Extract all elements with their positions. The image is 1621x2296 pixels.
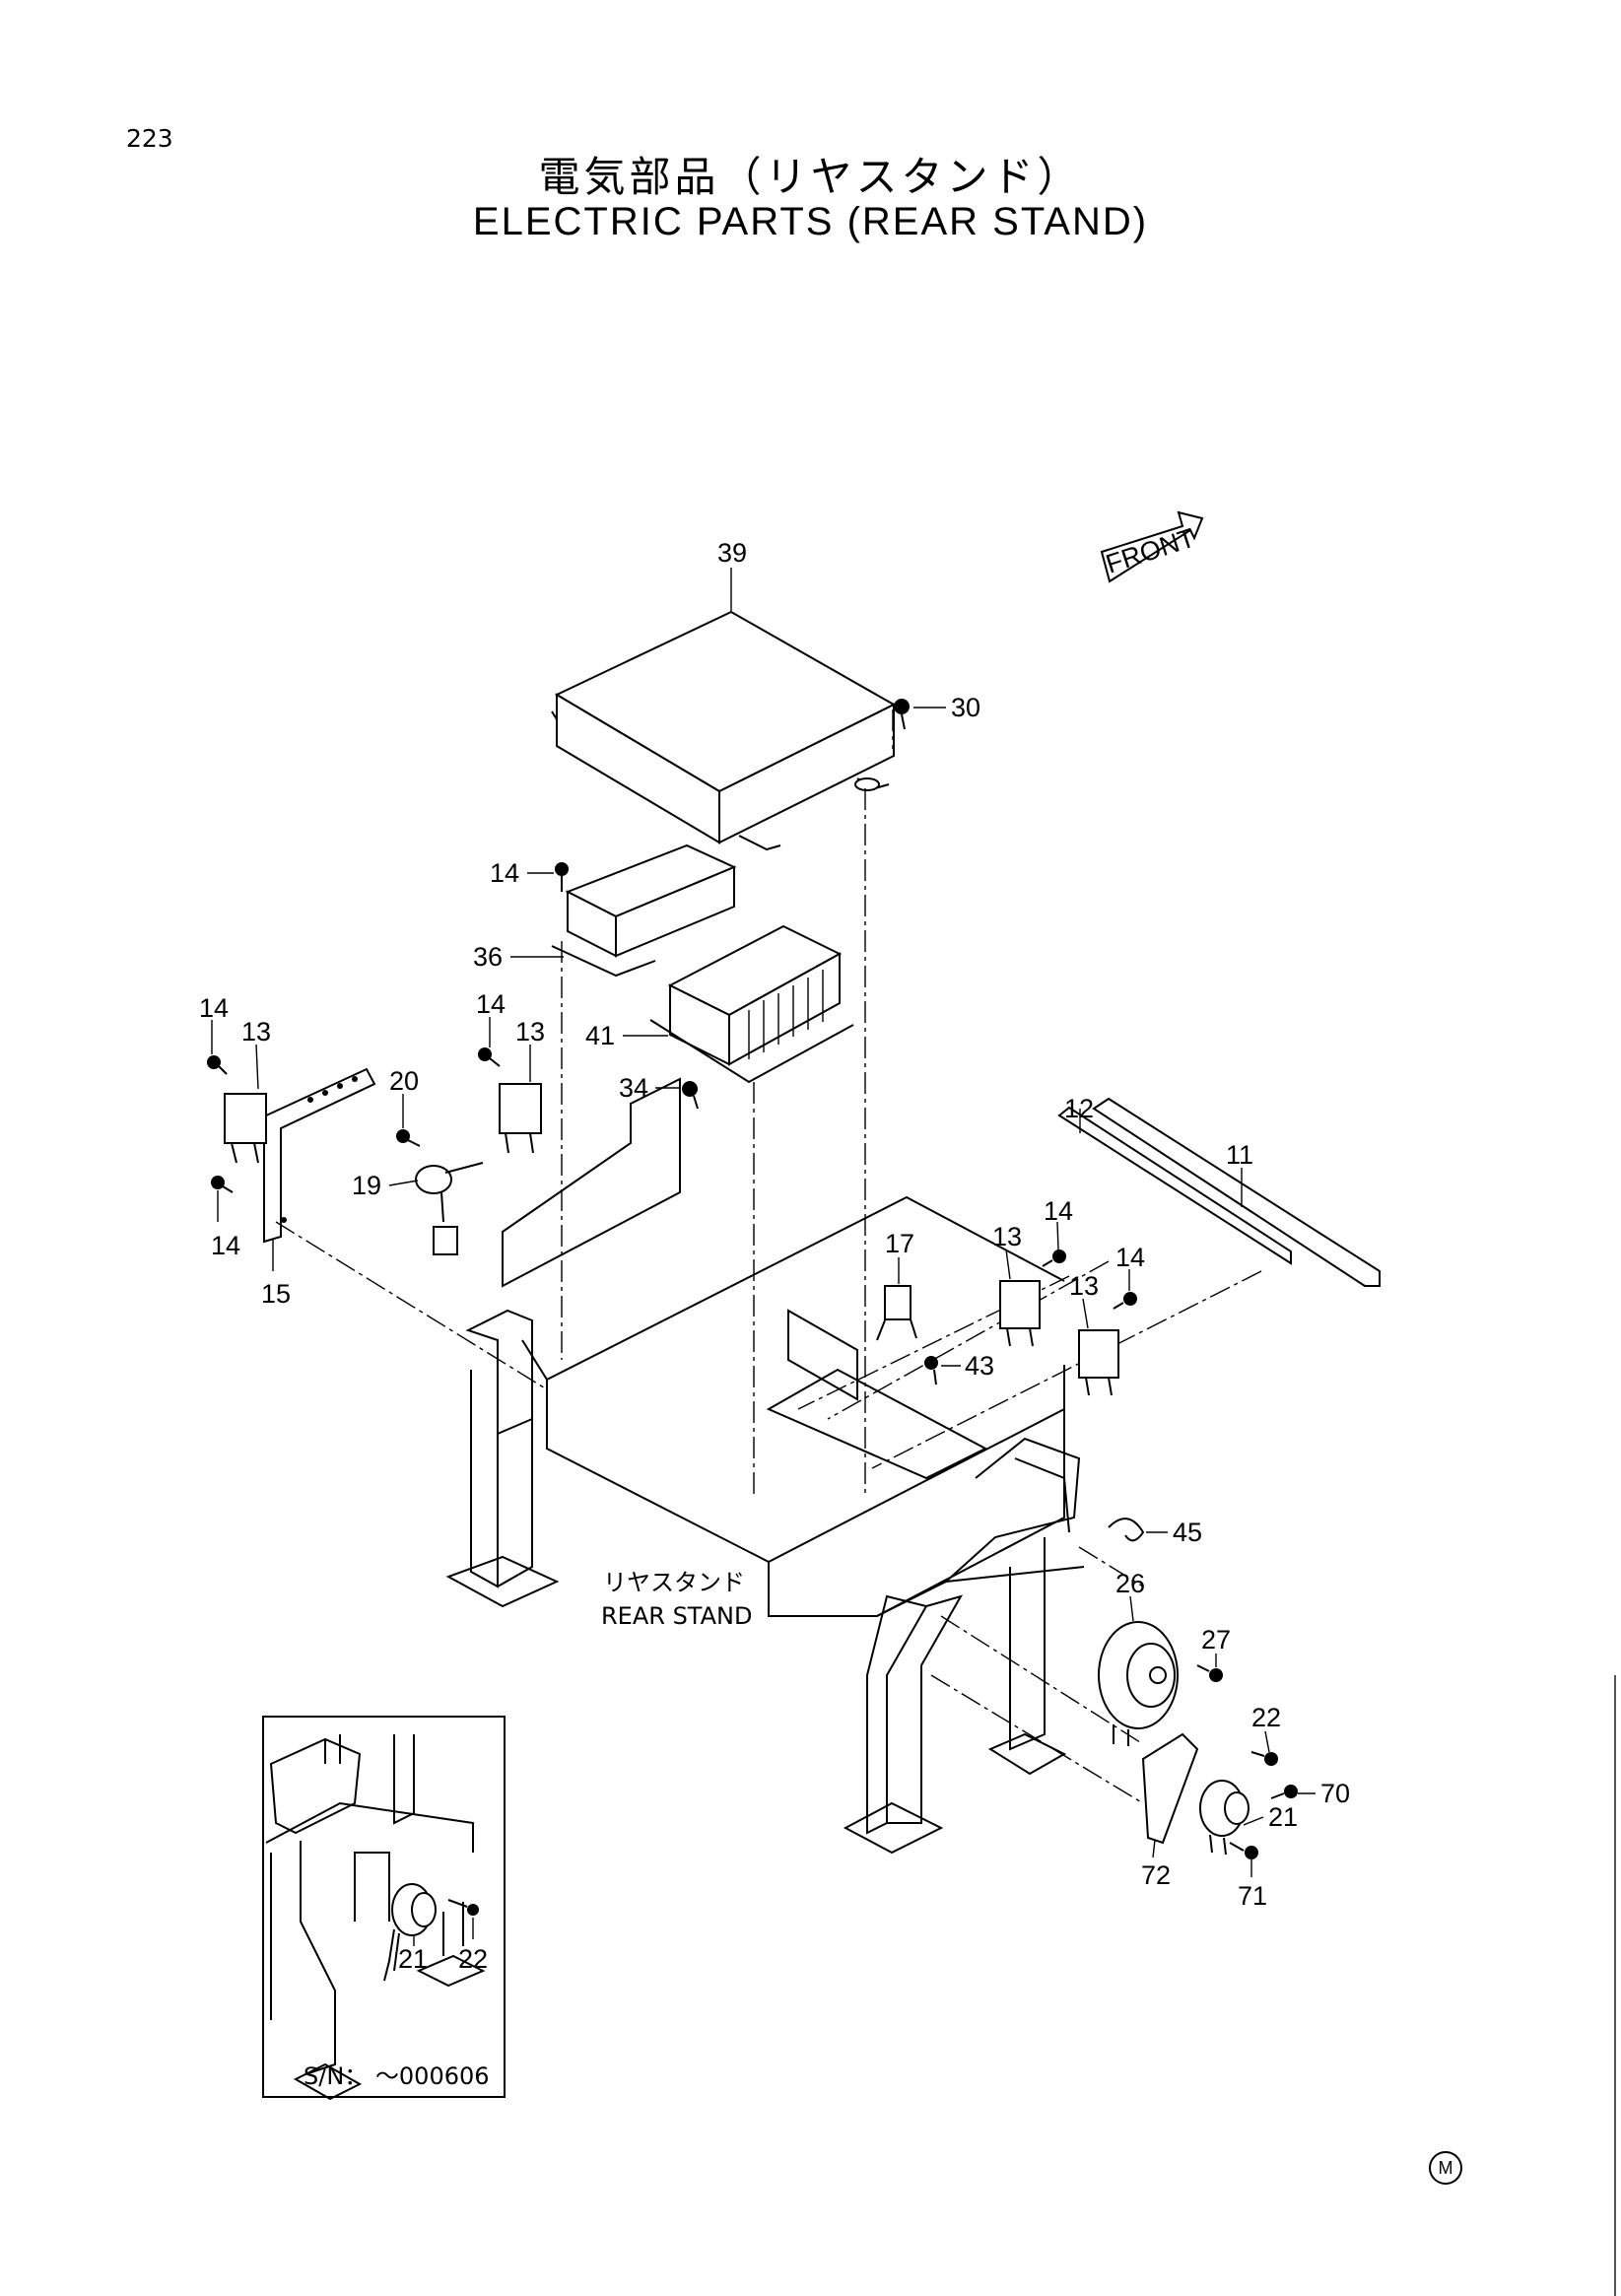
callout-41: 41 (585, 1021, 615, 1050)
relay-left (224, 1093, 267, 1164)
inset-detail: 21 22 S/N： ～000606 (262, 1716, 506, 2101)
cover-plates (1057, 1097, 1381, 1287)
relay-module (649, 924, 854, 1084)
callout-13-right-upper: 13 (992, 1222, 1022, 1251)
inset-callout-22: 22 (458, 1944, 488, 1974)
page-number: 223 (126, 124, 173, 153)
small-relay (876, 1285, 917, 1341)
callout-34: 34 (619, 1073, 648, 1103)
rear-stand-caption-english: REAR STAND (601, 1602, 752, 1630)
corner-circle-mark: M (1429, 2151, 1462, 2185)
horn-bracket (1141, 1732, 1250, 1856)
callout-21: 21 (1268, 1802, 1298, 1832)
relay-middle (499, 1083, 542, 1154)
callout-27: 27 (1201, 1625, 1231, 1654)
inset-serial-number: S/N： ～000606 (304, 2062, 490, 2090)
callout-labels: 39 30 14 36 41 34 14 13 14 13 20 19 14 1… (199, 538, 1350, 1911)
callout-36: 36 (473, 942, 503, 972)
relay-bracket (263, 1067, 376, 1244)
callout-14-right-upper: 14 (1044, 1196, 1073, 1226)
relay-right-lower (1078, 1329, 1119, 1396)
harness-clamp (1108, 1518, 1145, 1542)
callout-14-top: 14 (490, 858, 519, 888)
callout-45: 45 (1173, 1518, 1202, 1547)
page-edge-line (1614, 1675, 1616, 2296)
callout-11: 11 (1226, 1140, 1253, 1170)
callout-15: 15 (261, 1279, 291, 1309)
callout-22: 22 (1251, 1703, 1281, 1732)
callout-17: 17 (885, 1229, 914, 1258)
callout-leaders (211, 568, 1316, 1877)
horn (1098, 1621, 1179, 1746)
rear-stand-frame (445, 1077, 1085, 1855)
callout-30: 30 (951, 693, 980, 722)
callout-26: 26 (1115, 1569, 1145, 1598)
relay-right-upper (999, 1280, 1041, 1347)
callout-14-lower-left: 14 (211, 1231, 240, 1260)
callout-14-left: 14 (199, 993, 229, 1023)
page-title-english: ELECTRIC PARTS (REAR STAND) (472, 200, 1149, 243)
front-arrow-icon: FRONT (1100, 510, 1204, 583)
callout-39: 39 (717, 538, 747, 568)
rear-stand-caption-japanese: リヤスタンド (603, 1569, 745, 1596)
callout-70: 70 (1320, 1779, 1350, 1808)
callout-20: 20 (389, 1066, 419, 1096)
callout-13-right-lower: 13 (1069, 1271, 1099, 1301)
sensor-connector (415, 1162, 484, 1255)
callout-12: 12 (1064, 1094, 1094, 1123)
bolts (207, 699, 1298, 1859)
front-arrow-label: FRONT (1103, 522, 1199, 578)
callout-14-right: 14 (1115, 1243, 1145, 1272)
inset-callout-21: 21 (398, 1944, 428, 1974)
callout-19: 19 (352, 1171, 381, 1200)
page-title-japanese: 電気部品（リヤスタンド） (538, 153, 1083, 201)
callout-43: 43 (965, 1351, 994, 1381)
callout-71: 71 (1238, 1881, 1267, 1911)
assembly-guide-lines (275, 709, 1262, 1804)
callout-72: 72 (1141, 1860, 1171, 1890)
callout-13-middle: 13 (515, 1017, 545, 1047)
callout-14-middle: 14 (476, 989, 506, 1019)
controller-box (551, 610, 897, 851)
callout-13-left: 13 (241, 1017, 271, 1047)
control-unit-box (551, 844, 737, 978)
